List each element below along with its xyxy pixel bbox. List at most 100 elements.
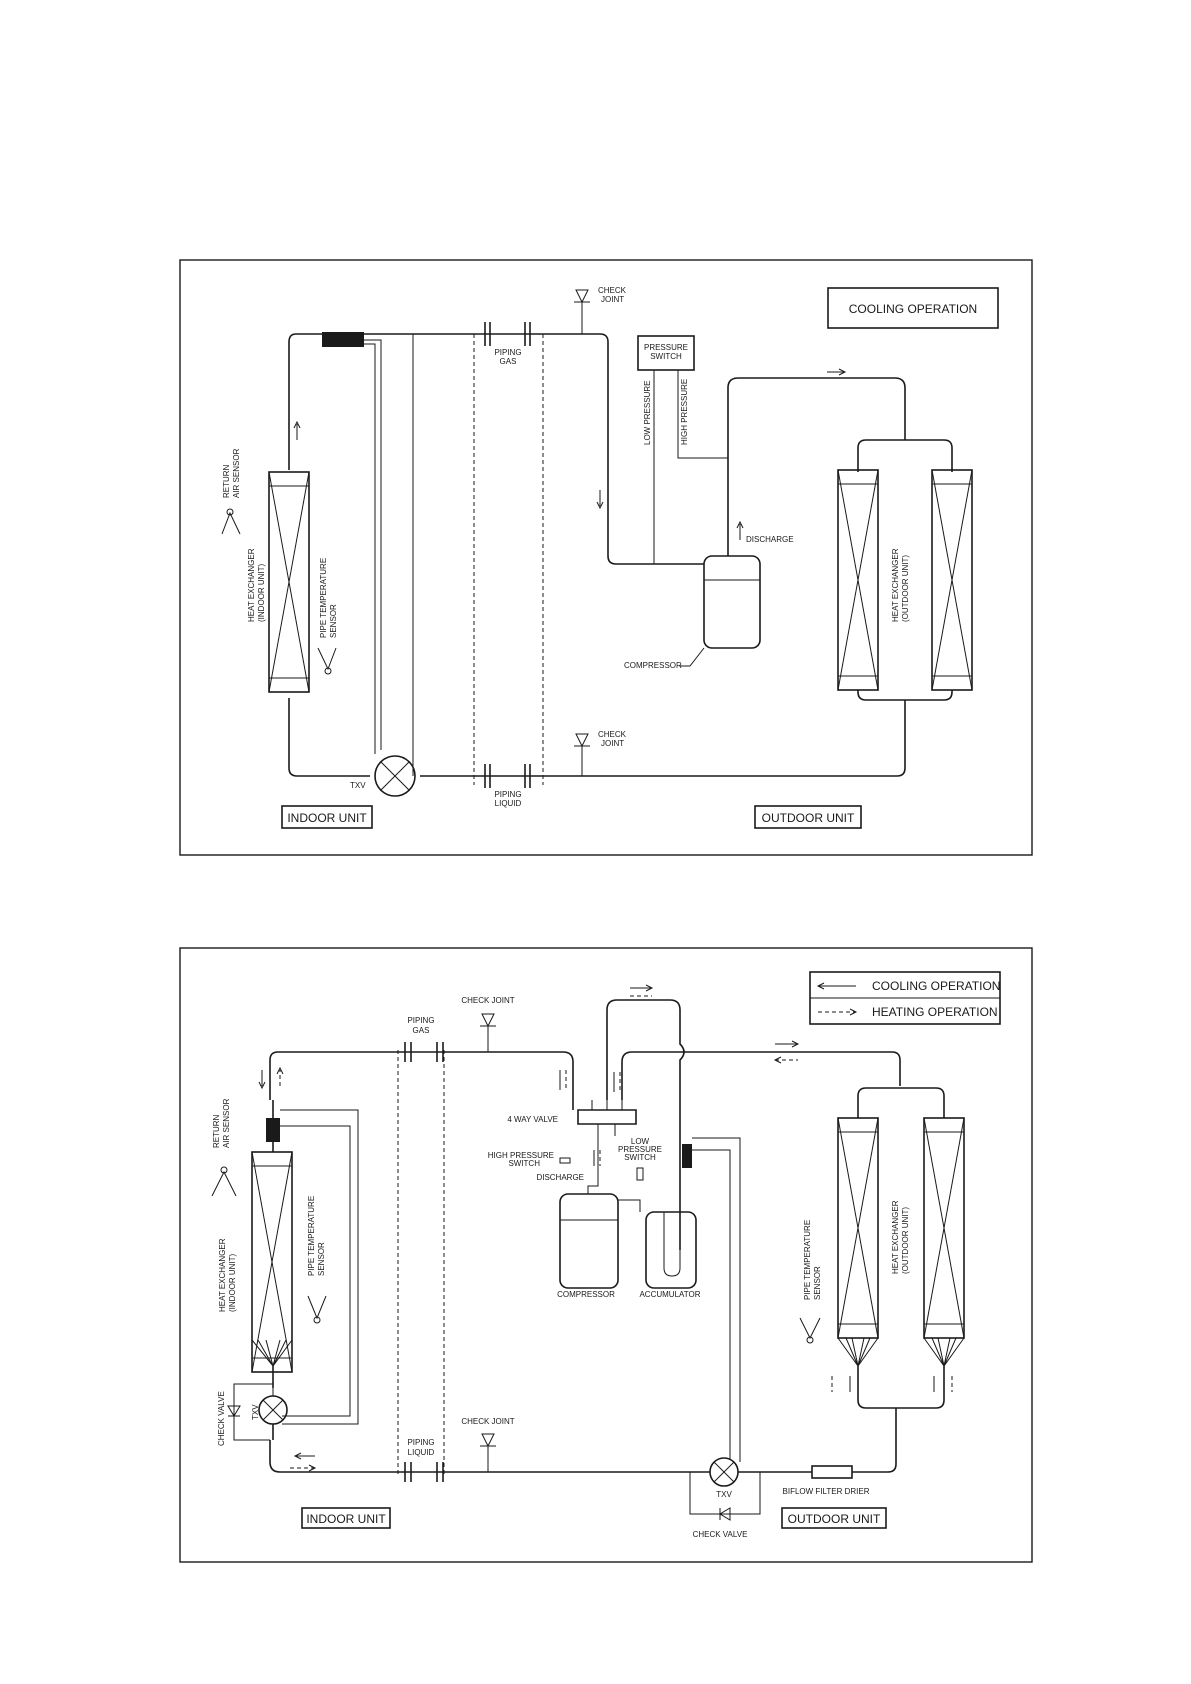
flow-arrowhead-indoor-heat bbox=[276, 1066, 284, 1075]
outdoor-distributor-left bbox=[837, 1337, 879, 1367]
compressor-2 bbox=[559, 1193, 619, 1289]
outdoor-coil-top-manifold bbox=[857, 439, 953, 472]
liquid-line-to-coil-2 bbox=[852, 1408, 897, 1473]
indoor-hx-label: HEAT EXCHANGER(INDOOR UNIT) bbox=[247, 548, 266, 622]
cooling-diagram: COOLING OPERATION INDOOR UNIT OUTDOOR UN… bbox=[179, 259, 1033, 856]
check-joint-top-label-2: CHECK JOINT bbox=[461, 996, 514, 1005]
txv-label: TXV bbox=[350, 781, 366, 790]
cooling-operation-title-box bbox=[827, 287, 999, 329]
outdoor-coil-bottom-manifold-2 bbox=[857, 1366, 945, 1409]
check-joint-top-icon bbox=[574, 289, 590, 304]
flow-arrowhead-liquid-cool bbox=[293, 1452, 302, 1460]
indoor-capillary-a bbox=[280, 1125, 351, 1417]
four-way-to-outdoor-line bbox=[621, 1051, 901, 1100]
outdoor-capillary-a bbox=[692, 1137, 741, 1462]
check-valve-left-label: CHECK VALVE bbox=[217, 1391, 226, 1446]
return-air-sensor-label-2: RETURNAIR SENSOR bbox=[212, 1098, 231, 1148]
outdoor-unit-box-2 bbox=[781, 1507, 887, 1529]
check-valve-bottom-icon bbox=[719, 1507, 731, 1521]
check-joint-top-icon-2 bbox=[480, 1013, 496, 1028]
high-pressure-line bbox=[677, 370, 728, 459]
outdoor-coil-right bbox=[931, 469, 973, 691]
outdoor-coil-left-2 bbox=[837, 1117, 879, 1339]
flow-arrowhead-liquid-heat bbox=[308, 1464, 317, 1472]
indoor-sensor-block-2 bbox=[266, 1118, 280, 1142]
legend-heating-label: HEATING OPERATION bbox=[872, 1005, 998, 1019]
flow-arrowhead-outdoor-heat bbox=[773, 1056, 782, 1064]
liquid-line-indoor-2 bbox=[269, 1440, 710, 1473]
indoor-coil-outlet-pipe bbox=[288, 333, 297, 470]
indoor-unit-label: INDOOR UNIT bbox=[287, 811, 367, 825]
outdoor-unit-label: OUTDOOR UNIT bbox=[762, 811, 855, 825]
compressor-label-2: COMPRESSOR bbox=[557, 1290, 615, 1299]
low-pressure-switch-icon bbox=[636, 1167, 644, 1181]
low-pressure-label: LOW PRESSURE bbox=[643, 381, 652, 445]
outdoor-coil-bottom-manifold bbox=[857, 690, 953, 701]
check-valve-bottom-label: CHECK VALVE bbox=[693, 1530, 748, 1539]
outdoor-distributor-right bbox=[923, 1337, 965, 1367]
indoor-coil bbox=[268, 471, 310, 693]
four-way-valve-label: 4 WAY VALVE bbox=[507, 1115, 558, 1124]
outdoor-hx-label: HEAT EXCHANGER(OUTDOOR UNIT) bbox=[891, 548, 910, 622]
outdoor-unit-label-2: OUTDOOR UNIT bbox=[788, 1512, 881, 1526]
pipe-temp-sensor-label: PIPE TEMPERATURESENSOR bbox=[319, 558, 338, 638]
discharge-line bbox=[727, 377, 906, 556]
return-air-sensor-label: RETURNAIR SENSOR bbox=[222, 448, 241, 498]
outdoor-coil-right-2 bbox=[923, 1117, 965, 1339]
indoor-coil-2 bbox=[251, 1151, 293, 1373]
discharge-label: DISCHARGE bbox=[746, 535, 794, 544]
outdoor-coil-top-manifold-2 bbox=[857, 1087, 945, 1118]
indoor-unit-box bbox=[281, 805, 373, 829]
flow-arrowhead-outdoor-cool bbox=[791, 1040, 800, 1048]
capillary-line-b bbox=[364, 343, 376, 754]
compressor bbox=[703, 555, 761, 649]
indoor-unit-label-2: INDOOR UNIT bbox=[306, 1512, 386, 1526]
check-joint-bottom-icon-2 bbox=[480, 1433, 496, 1448]
flow-arrowhead-indoor-cool bbox=[258, 1081, 266, 1090]
outdoor-sensor-block-2 bbox=[682, 1144, 692, 1168]
pressure-switch-box bbox=[637, 335, 695, 371]
return-air-sensor-tip-2 bbox=[220, 1166, 228, 1174]
check-valve-left-bypass bbox=[233, 1383, 274, 1441]
compressor-leader bbox=[680, 647, 705, 667]
high-pressure-label: HIGH PRESSURE bbox=[680, 379, 689, 445]
pipe-temp-sensor-in-label: PIPE TEMPERATURESENSOR bbox=[307, 1196, 326, 1276]
accumulator-to-compressor bbox=[618, 1199, 641, 1212]
high-pressure-switch-icon bbox=[559, 1157, 571, 1164]
check-joint-bottom-icon bbox=[574, 733, 590, 748]
gas-line-2 bbox=[269, 1051, 574, 1110]
diagram-frame-2 bbox=[179, 947, 1033, 1563]
flow-arrowhead-top-cool bbox=[645, 984, 654, 992]
accumulator-label: ACCUMULATOR bbox=[639, 1290, 700, 1299]
txv-valve-cross-2 bbox=[380, 761, 410, 791]
indoor-hx-label-2: HEAT EXCHANGER(INDOOR UNIT) bbox=[218, 1238, 237, 1312]
legend-heating-arrow-icon bbox=[849, 1008, 858, 1016]
compressor-label: COMPRESSOR bbox=[624, 661, 682, 670]
txv-right-icon bbox=[709, 1457, 739, 1487]
txv-left-cross-2 bbox=[262, 1399, 284, 1421]
pipe-temp-sensor-out-label: PIPE TEMPERATURESENSOR bbox=[803, 1220, 822, 1300]
biflow-filter-drier-icon bbox=[811, 1465, 853, 1479]
indoor-coil-inlet-pipe bbox=[288, 698, 370, 777]
biflow-filter-drier-label: BIFLOW FILTER DRIER bbox=[783, 1487, 870, 1496]
pipe-temp-sensor-in-tip bbox=[313, 1316, 321, 1324]
outdoor-unit-box bbox=[754, 805, 862, 829]
discharge-arrowhead bbox=[736, 520, 744, 529]
flow-arrowhead-suction bbox=[596, 501, 604, 510]
txv-right-label: TXV bbox=[716, 1490, 732, 1499]
diagram-frame bbox=[179, 259, 1033, 856]
txv-left-label: TXV bbox=[251, 1404, 260, 1420]
accumulator bbox=[645, 1211, 697, 1289]
check-joint-bottom-label-2: CHECK JOINT bbox=[461, 1417, 514, 1426]
sensor-bulb-block bbox=[322, 332, 364, 347]
compressor-discharge-stub bbox=[587, 1180, 599, 1194]
pipe-temp-sensor-out-icon bbox=[799, 1317, 821, 1340]
cooling-operation-title: COOLING OPERATION bbox=[849, 302, 977, 316]
outdoor-coil-left bbox=[837, 469, 879, 691]
